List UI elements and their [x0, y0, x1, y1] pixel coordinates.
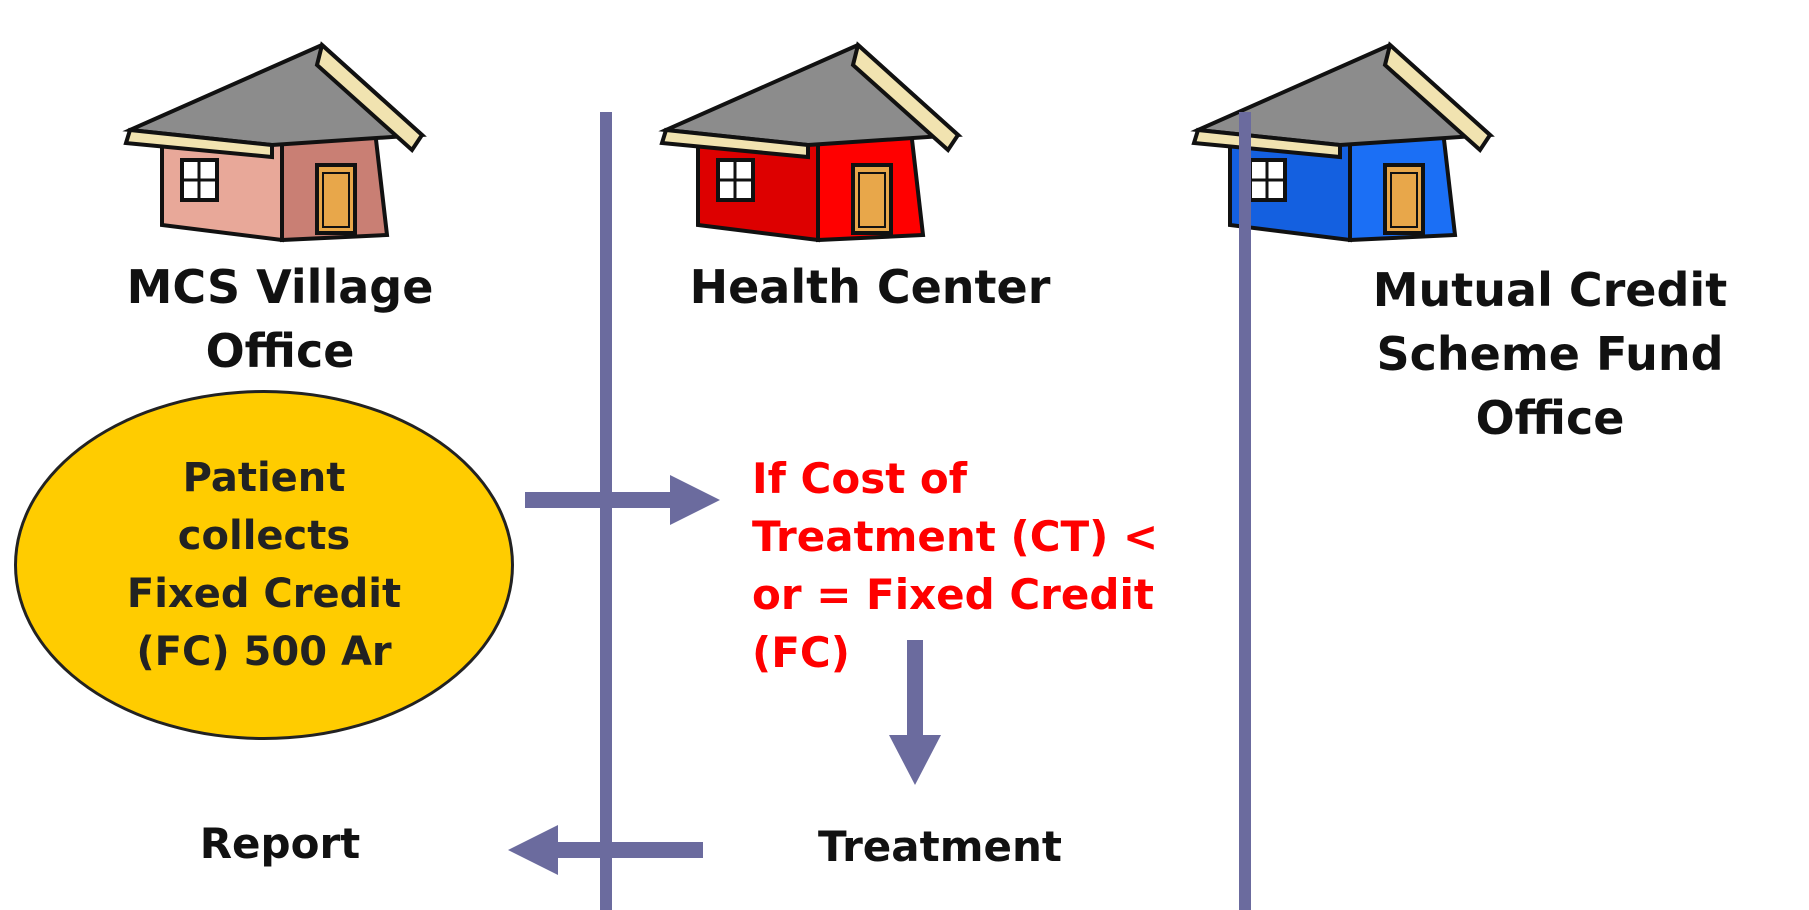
treatment-label: Treatment — [818, 822, 1062, 871]
ellipse-line4: (FC) 500 Ar — [136, 629, 392, 675]
village-office-house-icon — [122, 25, 442, 245]
divider-right — [1239, 112, 1251, 910]
fund-office-title-line2: Scheme Fund Office — [1376, 327, 1724, 445]
condition-line4: (FC) — [752, 628, 850, 677]
report-label: Report — [199, 819, 361, 868]
ellipse-line3: Fixed Credit — [126, 571, 402, 617]
fund-office-title-line1: Mutual Credit — [1372, 263, 1728, 317]
ellipse-line2: collects — [177, 513, 351, 559]
cost-condition-text: If Cost of Treatment (CT) < or = Fixed C… — [752, 450, 1172, 682]
village-office-title-line2: Office — [205, 324, 355, 378]
health-center-title-text: Health Center — [689, 260, 1051, 314]
ellipse-line1: Patient — [182, 455, 346, 501]
health-center-house-icon — [658, 25, 978, 245]
condition-line2: Treatment (CT) < — [752, 512, 1159, 561]
arrow-to-report — [508, 825, 703, 875]
condition-line1: If Cost of — [752, 454, 968, 503]
fund-office-house-icon — [1190, 25, 1510, 245]
village-office-title-line1: MCS Village — [126, 260, 434, 314]
condition-line3: or = Fixed Credit — [752, 570, 1154, 619]
fund-office-title: Mutual Credit Scheme Fund Office — [1300, 258, 1800, 450]
patient-collects-text: Patient collects Fixed Credit (FC) 500 A… — [114, 449, 414, 681]
patient-collects-ellipse: Patient collects Fixed Credit (FC) 500 A… — [14, 390, 514, 740]
health-center-title: Health Center — [660, 255, 1080, 319]
arrow-to-treatment — [889, 640, 941, 785]
arrow-to-health-center — [525, 475, 720, 525]
divider-left — [600, 112, 612, 910]
village-office-title: MCS Village Office — [90, 255, 470, 383]
